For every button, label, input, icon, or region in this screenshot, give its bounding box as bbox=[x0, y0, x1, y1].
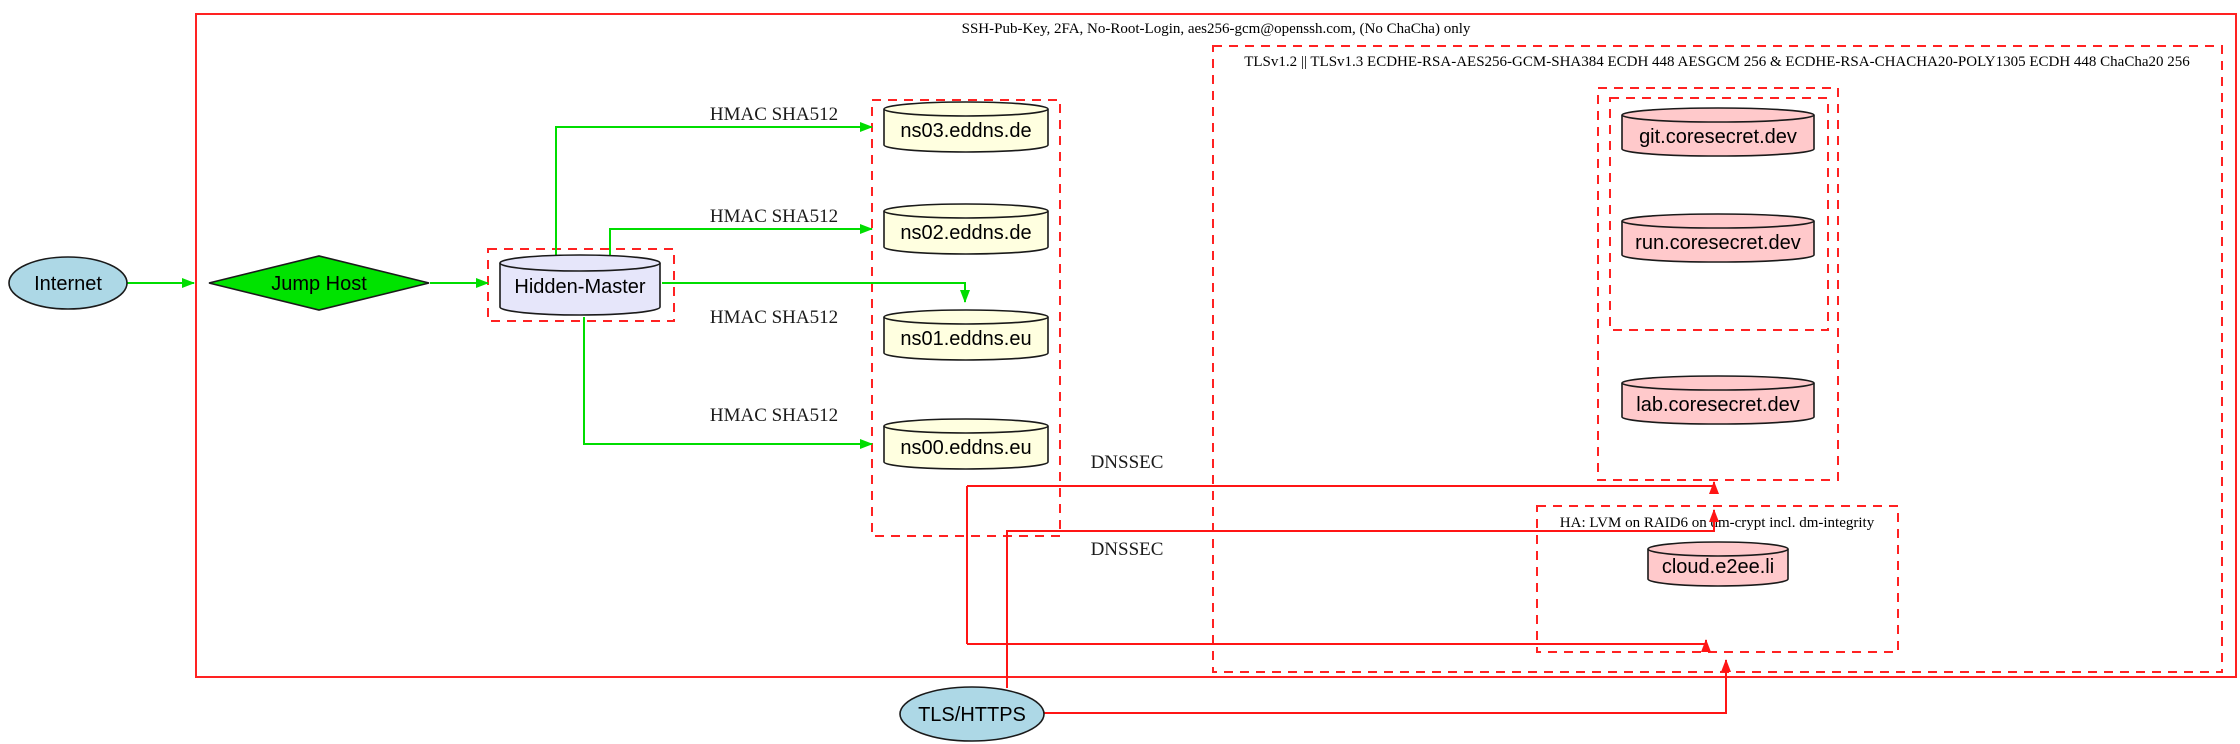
node-git: git.coresecret.dev bbox=[1621, 107, 1815, 157]
coresecret-inner-box bbox=[1609, 97, 1829, 331]
cloud-cylinder-lid bbox=[1647, 548, 1789, 557]
ns00-cylinder-lid bbox=[883, 425, 1049, 434]
edge-label-hmac-4: HMAC SHA512 bbox=[710, 405, 838, 426]
jump-host-diamond bbox=[208, 255, 430, 311]
ns03-cylinder-lid bbox=[883, 108, 1049, 117]
edge-label-dnssec-2: DNSSEC bbox=[1091, 539, 1164, 560]
edge-label-dnssec-1: DNSSEC bbox=[1091, 452, 1164, 473]
node-lab: lab.coresecret.dev bbox=[1621, 375, 1815, 425]
ns03-label: ns03.eddns.de bbox=[900, 120, 1031, 142]
lab-label: lab.coresecret.dev bbox=[1636, 394, 1799, 416]
ns02-cylinder-lid bbox=[883, 210, 1049, 219]
internet-ellipse bbox=[8, 256, 128, 310]
node-internet: Internet bbox=[8, 256, 128, 310]
node-ns00: ns00.eddns.eu bbox=[883, 418, 1049, 470]
internet-label: Internet bbox=[34, 273, 102, 295]
edge-tls-coresecret bbox=[1006, 509, 1719, 688]
git-cylinder-lid bbox=[1621, 114, 1815, 123]
edge-dnssec-coresecret bbox=[967, 481, 1719, 494]
run-cylinder bbox=[1621, 213, 1815, 263]
edge-hiddenmaster-ns03 bbox=[555, 122, 873, 256]
ha-zone-label: HA: LVM on RAID6 on dm-crypt incl. dm-in… bbox=[1560, 515, 1875, 531]
ns02-label: ns02.eddns.de bbox=[900, 222, 1031, 244]
ssh-zone-label: SSH-Pub-Key, 2FA, No-Root-Login, aes256-… bbox=[962, 21, 1471, 37]
edge-label-hmac-1: HMAC SHA512 bbox=[710, 104, 838, 125]
edge-tls-ha bbox=[1044, 659, 1731, 714]
lab-cylinder-lid bbox=[1621, 382, 1815, 391]
edge-label-hmac-3: HMAC SHA512 bbox=[710, 307, 838, 328]
edge-dnssec-ha bbox=[967, 639, 1711, 652]
ns01-cylinder-lid bbox=[883, 316, 1049, 325]
git-cylinder bbox=[1621, 107, 1815, 157]
dns-cluster-box bbox=[871, 99, 1061, 537]
tls-https-label: TLS/HTTPS bbox=[918, 704, 1026, 726]
ns00-label: ns00.eddns.eu bbox=[900, 437, 1031, 459]
node-ns02: ns02.eddns.de bbox=[883, 203, 1049, 255]
tls-https-ellipse bbox=[899, 686, 1045, 742]
node-hidden-master: Hidden-Master bbox=[499, 254, 661, 316]
tls-zone-label: TLSv1.2 || TLSv1.3 ECDHE-RSA-AES256-GCM-… bbox=[1244, 54, 2190, 70]
hidden-master-label: Hidden-Master bbox=[514, 276, 646, 298]
edge-hiddenmaster-ns02 bbox=[609, 224, 873, 256]
git-label: git.coresecret.dev bbox=[1639, 126, 1797, 148]
run-label: run.coresecret.dev bbox=[1635, 232, 1801, 254]
ha-zone-box bbox=[1536, 505, 1899, 653]
node-ns03: ns03.eddns.de bbox=[883, 101, 1049, 153]
node-ns01: ns01.eddns.eu bbox=[883, 309, 1049, 361]
node-run: run.coresecret.dev bbox=[1621, 213, 1815, 263]
hidden-master-cylinder-lid bbox=[499, 262, 661, 272]
tls-zone-box bbox=[1212, 45, 2223, 673]
jump-host-label: Jump Host bbox=[271, 273, 367, 295]
coresecret-outer-box bbox=[1597, 87, 1839, 481]
edge-hiddenmaster-ns01 bbox=[662, 282, 970, 303]
lab-cylinder bbox=[1621, 375, 1815, 425]
edge-label-hmac-2: HMAC SHA512 bbox=[710, 206, 838, 227]
ns01-label: ns01.eddns.eu bbox=[900, 328, 1031, 350]
node-cloud: cloud.e2ee.li bbox=[1647, 541, 1789, 587]
ssh-zone-box bbox=[195, 13, 2237, 678]
edge-hiddenmaster-ns00 bbox=[583, 317, 873, 449]
cloud-cylinder bbox=[1647, 541, 1789, 587]
node-jump-host: Jump Host bbox=[208, 255, 430, 311]
run-cylinder-lid bbox=[1621, 220, 1815, 229]
cloud-label: cloud.e2ee.li bbox=[1662, 556, 1774, 578]
node-tls-https: TLS/HTTPS bbox=[899, 686, 1045, 742]
